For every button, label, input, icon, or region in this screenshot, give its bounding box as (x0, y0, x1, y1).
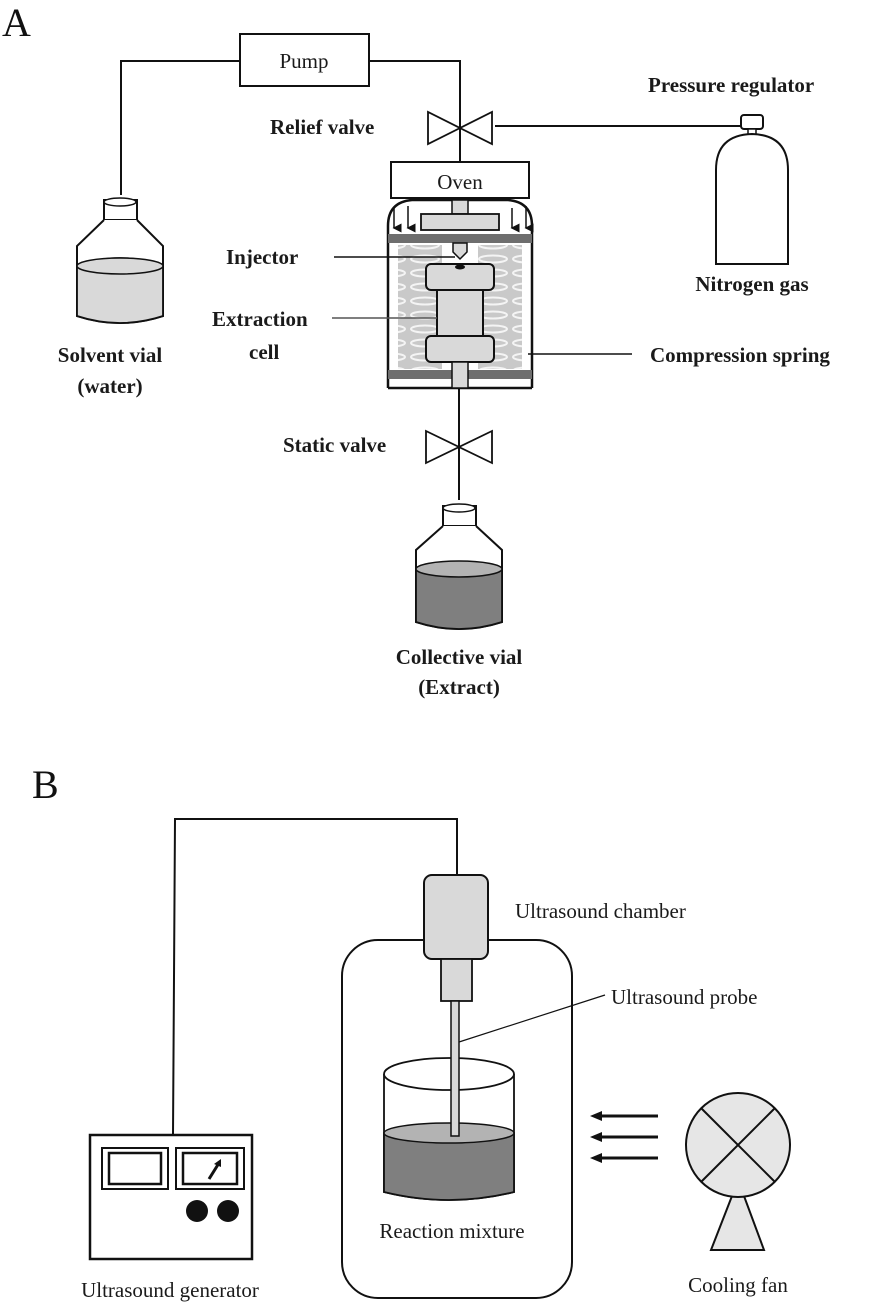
pressure-regulator-label: Pressure regulator (648, 73, 814, 97)
cooling-fan-label: Cooling fan (688, 1273, 788, 1297)
static-valve-label: Static valve (283, 433, 386, 457)
injector-tip (452, 242, 468, 261)
static-valve-icon (425, 429, 493, 465)
knob-left (186, 1200, 208, 1222)
relief-valve-icon (427, 110, 493, 146)
ultrasound-probe-label: Ultrasound probe (611, 985, 757, 1009)
extraction-cell (425, 263, 495, 363)
generator-cable (172, 818, 458, 1136)
collective-vial-label-2: (Extract) (418, 675, 500, 699)
extraction-cell-label-1: Extraction (212, 307, 308, 331)
airflow-arrows (590, 1111, 658, 1163)
oven-box: Oven (390, 161, 530, 199)
injector-label: Injector (226, 245, 298, 269)
oven-label: Oven (437, 170, 483, 194)
ultrasound-generator-icon (88, 1133, 254, 1261)
solvent-vial-label-1: Solvent vial (58, 343, 163, 367)
pump-box: Pump (239, 33, 370, 87)
compression-spring-label: Compression spring (650, 343, 830, 367)
ultrasound-generator-label: Ultrasound generator (81, 1278, 259, 1302)
ultrasound-probe (450, 1000, 460, 1137)
knob-right (217, 1200, 239, 1222)
nitrogen-cylinder-icon (715, 114, 789, 265)
extraction-cell-label-2: cell (249, 340, 279, 364)
gauge-needle (207, 1162, 221, 1180)
pump-label: Pump (279, 49, 328, 73)
relief-valve-label: Relief valve (270, 115, 374, 139)
reaction-mixture-label: Reaction mixture (379, 1219, 524, 1243)
cooling-fan-icon (685, 1092, 791, 1251)
pipe-lines (120, 60, 745, 500)
solvent-vial-label-2: (water) (77, 374, 142, 398)
nitrogen-gas-label: Nitrogen gas (695, 272, 808, 296)
collective-vial-label-1: Collective vial (396, 645, 523, 669)
ultrasound-chamber-label: Ultrasound chamber (515, 899, 686, 923)
panel-letter-b: B (32, 762, 59, 807)
solvent-vial-icon (76, 197, 164, 324)
collective-vial-icon (415, 503, 503, 630)
beaker-icon (383, 1057, 515, 1201)
extraction-vessel (386, 198, 534, 390)
ultrasound-probe-leader (458, 994, 606, 1043)
panel-letter-a: A (2, 0, 31, 45)
